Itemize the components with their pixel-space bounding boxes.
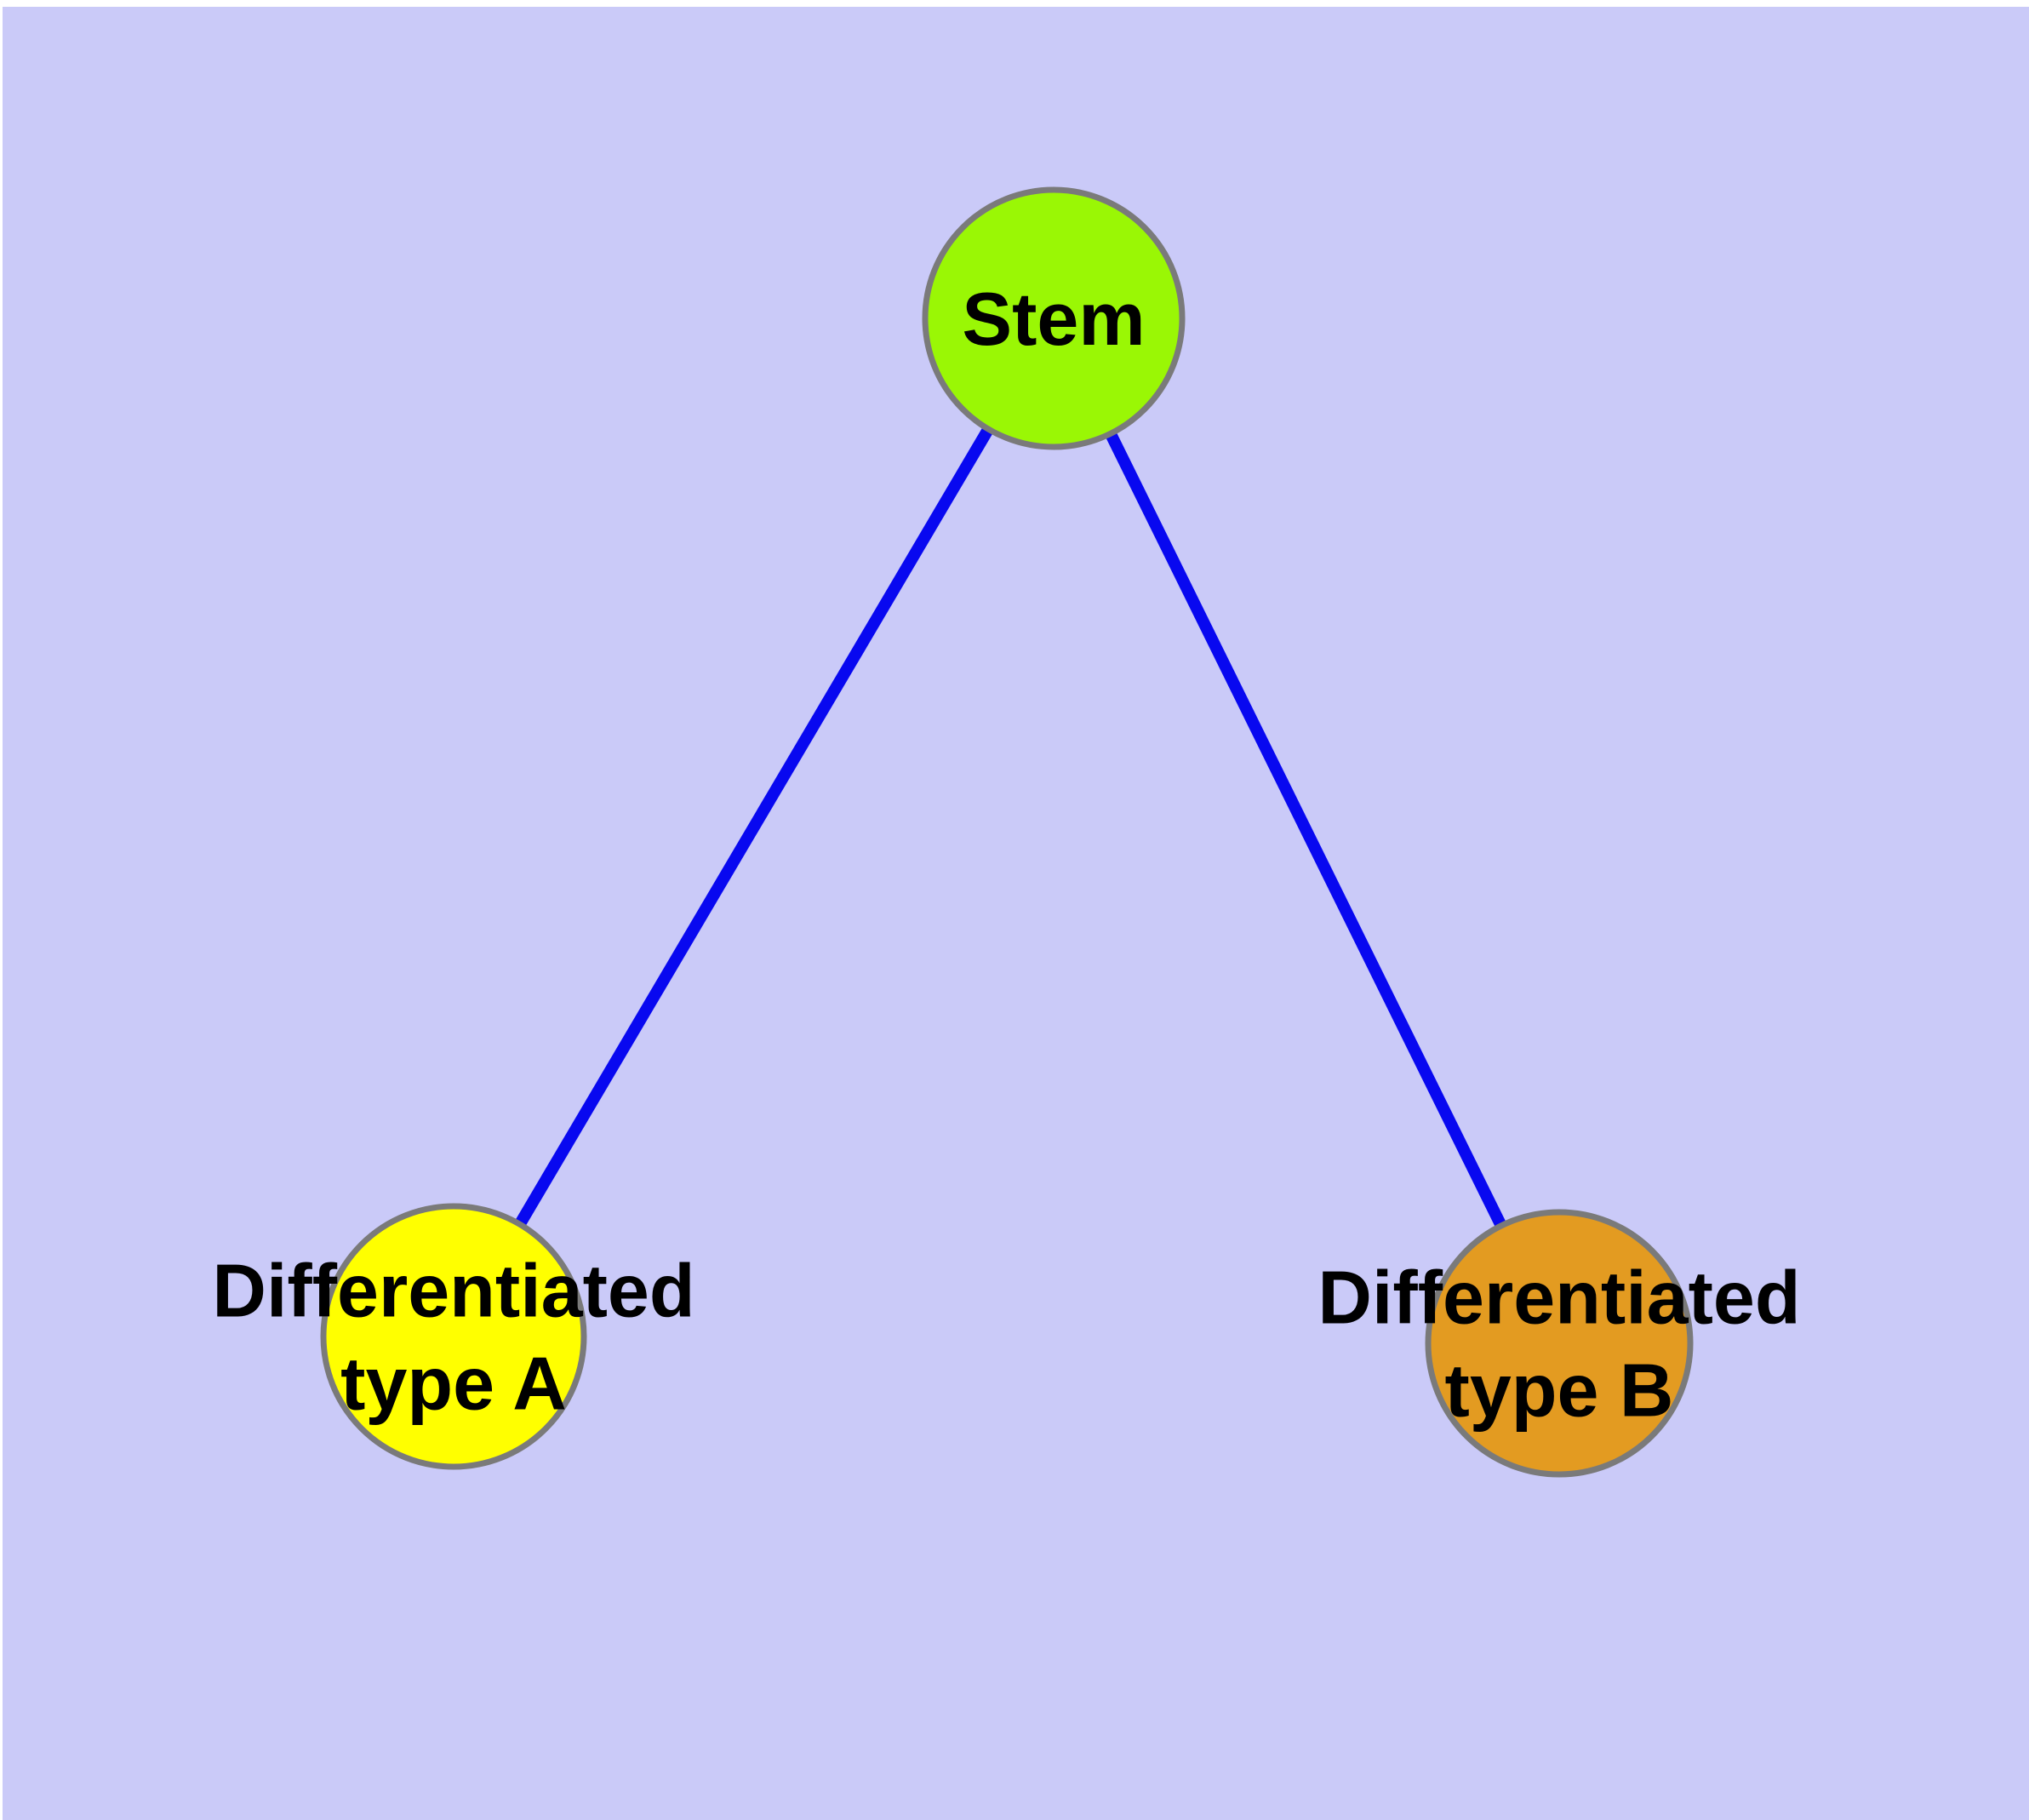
node-diff-b-circle xyxy=(1425,1209,1694,1478)
edge-stem-to-diff-b xyxy=(1048,315,1565,1347)
node-diff-a-label-line-1: Differentiated xyxy=(212,1248,694,1332)
node-stem-label: Stem xyxy=(962,277,1145,361)
node-diff-a-label-line-2: type A xyxy=(340,1341,567,1425)
node-diff-b-label: Differentiated type B xyxy=(1317,1255,1800,1432)
node-stem-circle xyxy=(922,186,1186,450)
node-diff-a-label: Differentiated type A xyxy=(212,1248,694,1425)
node-diff-b-label-line-2: type B xyxy=(1445,1348,1674,1432)
node-diff-b-label-line-1: Differentiated xyxy=(1317,1255,1800,1339)
edge-stem-to-diff-a xyxy=(448,315,1060,1340)
node-stem-label-line-1: Stem xyxy=(962,277,1145,361)
node-diff-a-circle xyxy=(320,1203,587,1470)
